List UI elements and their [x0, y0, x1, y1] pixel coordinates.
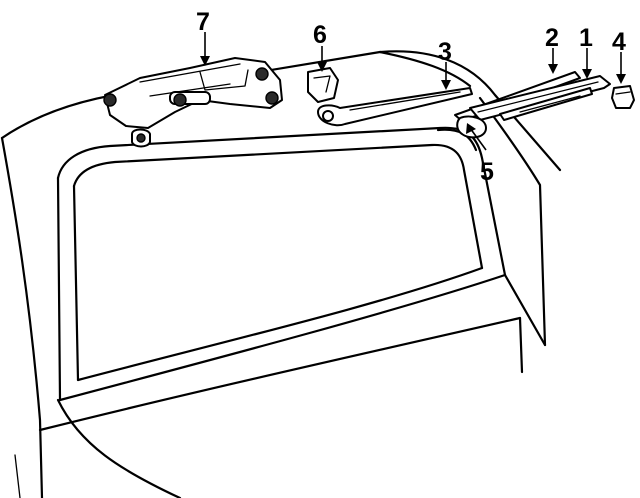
wiper-motor-assembly [103, 57, 283, 148]
wiper-pivot-grommet [307, 67, 339, 103]
callout-4: 4 [612, 28, 626, 56]
liftgate-frame [0, 50, 562, 498]
wiper-blade-assembly [454, 71, 611, 122]
callout-2: 2 [545, 24, 559, 52]
leader-arrows [200, 32, 626, 151]
callout-1: 1 [579, 24, 593, 52]
callout-5: 5 [480, 158, 494, 186]
callout-7: 7 [196, 8, 210, 36]
callout-3: 3 [438, 38, 452, 66]
wiper-arm [317, 87, 473, 127]
wiper-nut-clip [611, 85, 635, 109]
callout-6: 6 [313, 21, 327, 49]
